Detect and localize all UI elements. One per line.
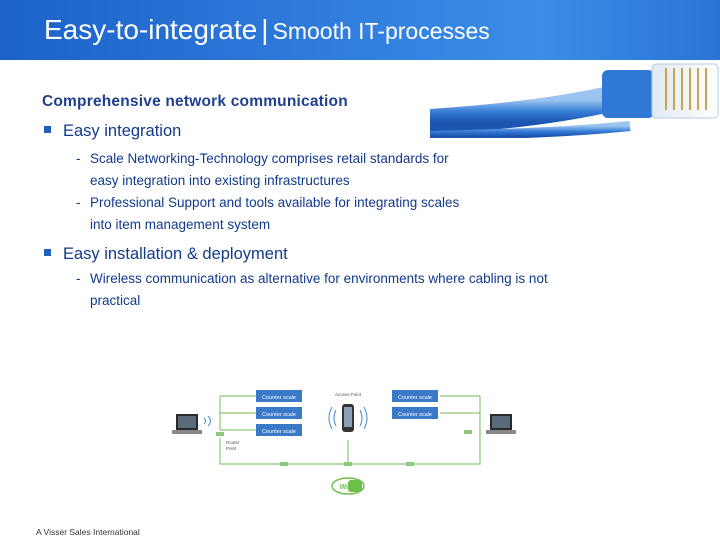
router-label: Router [226, 440, 240, 445]
title-sub: Smooth IT-processes [272, 18, 490, 44]
counter-scale-box [392, 407, 438, 419]
counter-scale-label: Counter scale [262, 429, 296, 435]
bullet-easy-installation: Easy installation & deployment [44, 245, 288, 264]
network-cable-image [430, 60, 720, 138]
sub-bullet-line: practical [90, 293, 141, 308]
sub-bullet: -Scale Networking-Technology comprises r… [76, 148, 449, 192]
router-label: Point [226, 446, 237, 451]
laptop-icon [172, 414, 202, 434]
counter-scale-box [256, 407, 302, 419]
counter-scale-group-left: Counter scale Counter scale Counter scal… [256, 390, 302, 436]
sub-bullet-line: Professional Support and tools available… [90, 195, 460, 210]
laptop-icon [486, 414, 516, 434]
section-subheading: Comprehensive network communication [42, 93, 348, 110]
bullet-easy-integration: Easy integration [44, 122, 181, 141]
bullet-label: Easy integration [63, 122, 182, 140]
wifi-waves-icon [203, 415, 211, 427]
counter-scale-box [392, 390, 438, 402]
title-separator: | [261, 14, 269, 45]
slide-title: Easy-to-integrate|Smooth IT-processes [44, 14, 490, 46]
wifi-logo-icon: Wi-Fi [331, 477, 365, 495]
sub-bullet-line: easy integration into existing infrastru… [90, 173, 350, 188]
wifi-logo-label: Wi-Fi [339, 484, 356, 491]
title-main: Easy-to-integrate [44, 14, 258, 45]
counter-scale-box [256, 424, 302, 436]
sub-bullet: -Professional Support and tools availabl… [76, 192, 459, 236]
counter-scale-box [256, 390, 302, 402]
counter-scale-label: Counter scale [262, 395, 296, 401]
bullet-square-icon [44, 249, 51, 256]
footer-text: A Visser Sales International [36, 527, 140, 537]
network-diagram: Counter scale Counter scale Counter scal… [168, 380, 528, 500]
sub-bullet-line: into item management system [90, 217, 271, 232]
counter-scale-group-right: Counter scale Counter scale [392, 390, 438, 419]
counter-scale-label: Counter scale [262, 412, 296, 418]
bullet-label: Easy installation & deployment [63, 245, 288, 263]
counter-scale-label: Counter scale [398, 412, 432, 418]
sub-bullet-line: Scale Networking-Technology comprises re… [90, 151, 449, 166]
counter-scale-label: Counter scale [398, 395, 432, 401]
sub-bullet: -Wireless communication as alternative f… [76, 268, 548, 312]
header-bar: Easy-to-integrate|Smooth IT-processes [0, 0, 720, 60]
bullet-square-icon [44, 126, 51, 133]
sub-bullet-line: Wireless communication as alternative fo… [90, 271, 548, 286]
access-point-icon [328, 404, 368, 432]
access-point-label: Access Point [335, 392, 362, 397]
